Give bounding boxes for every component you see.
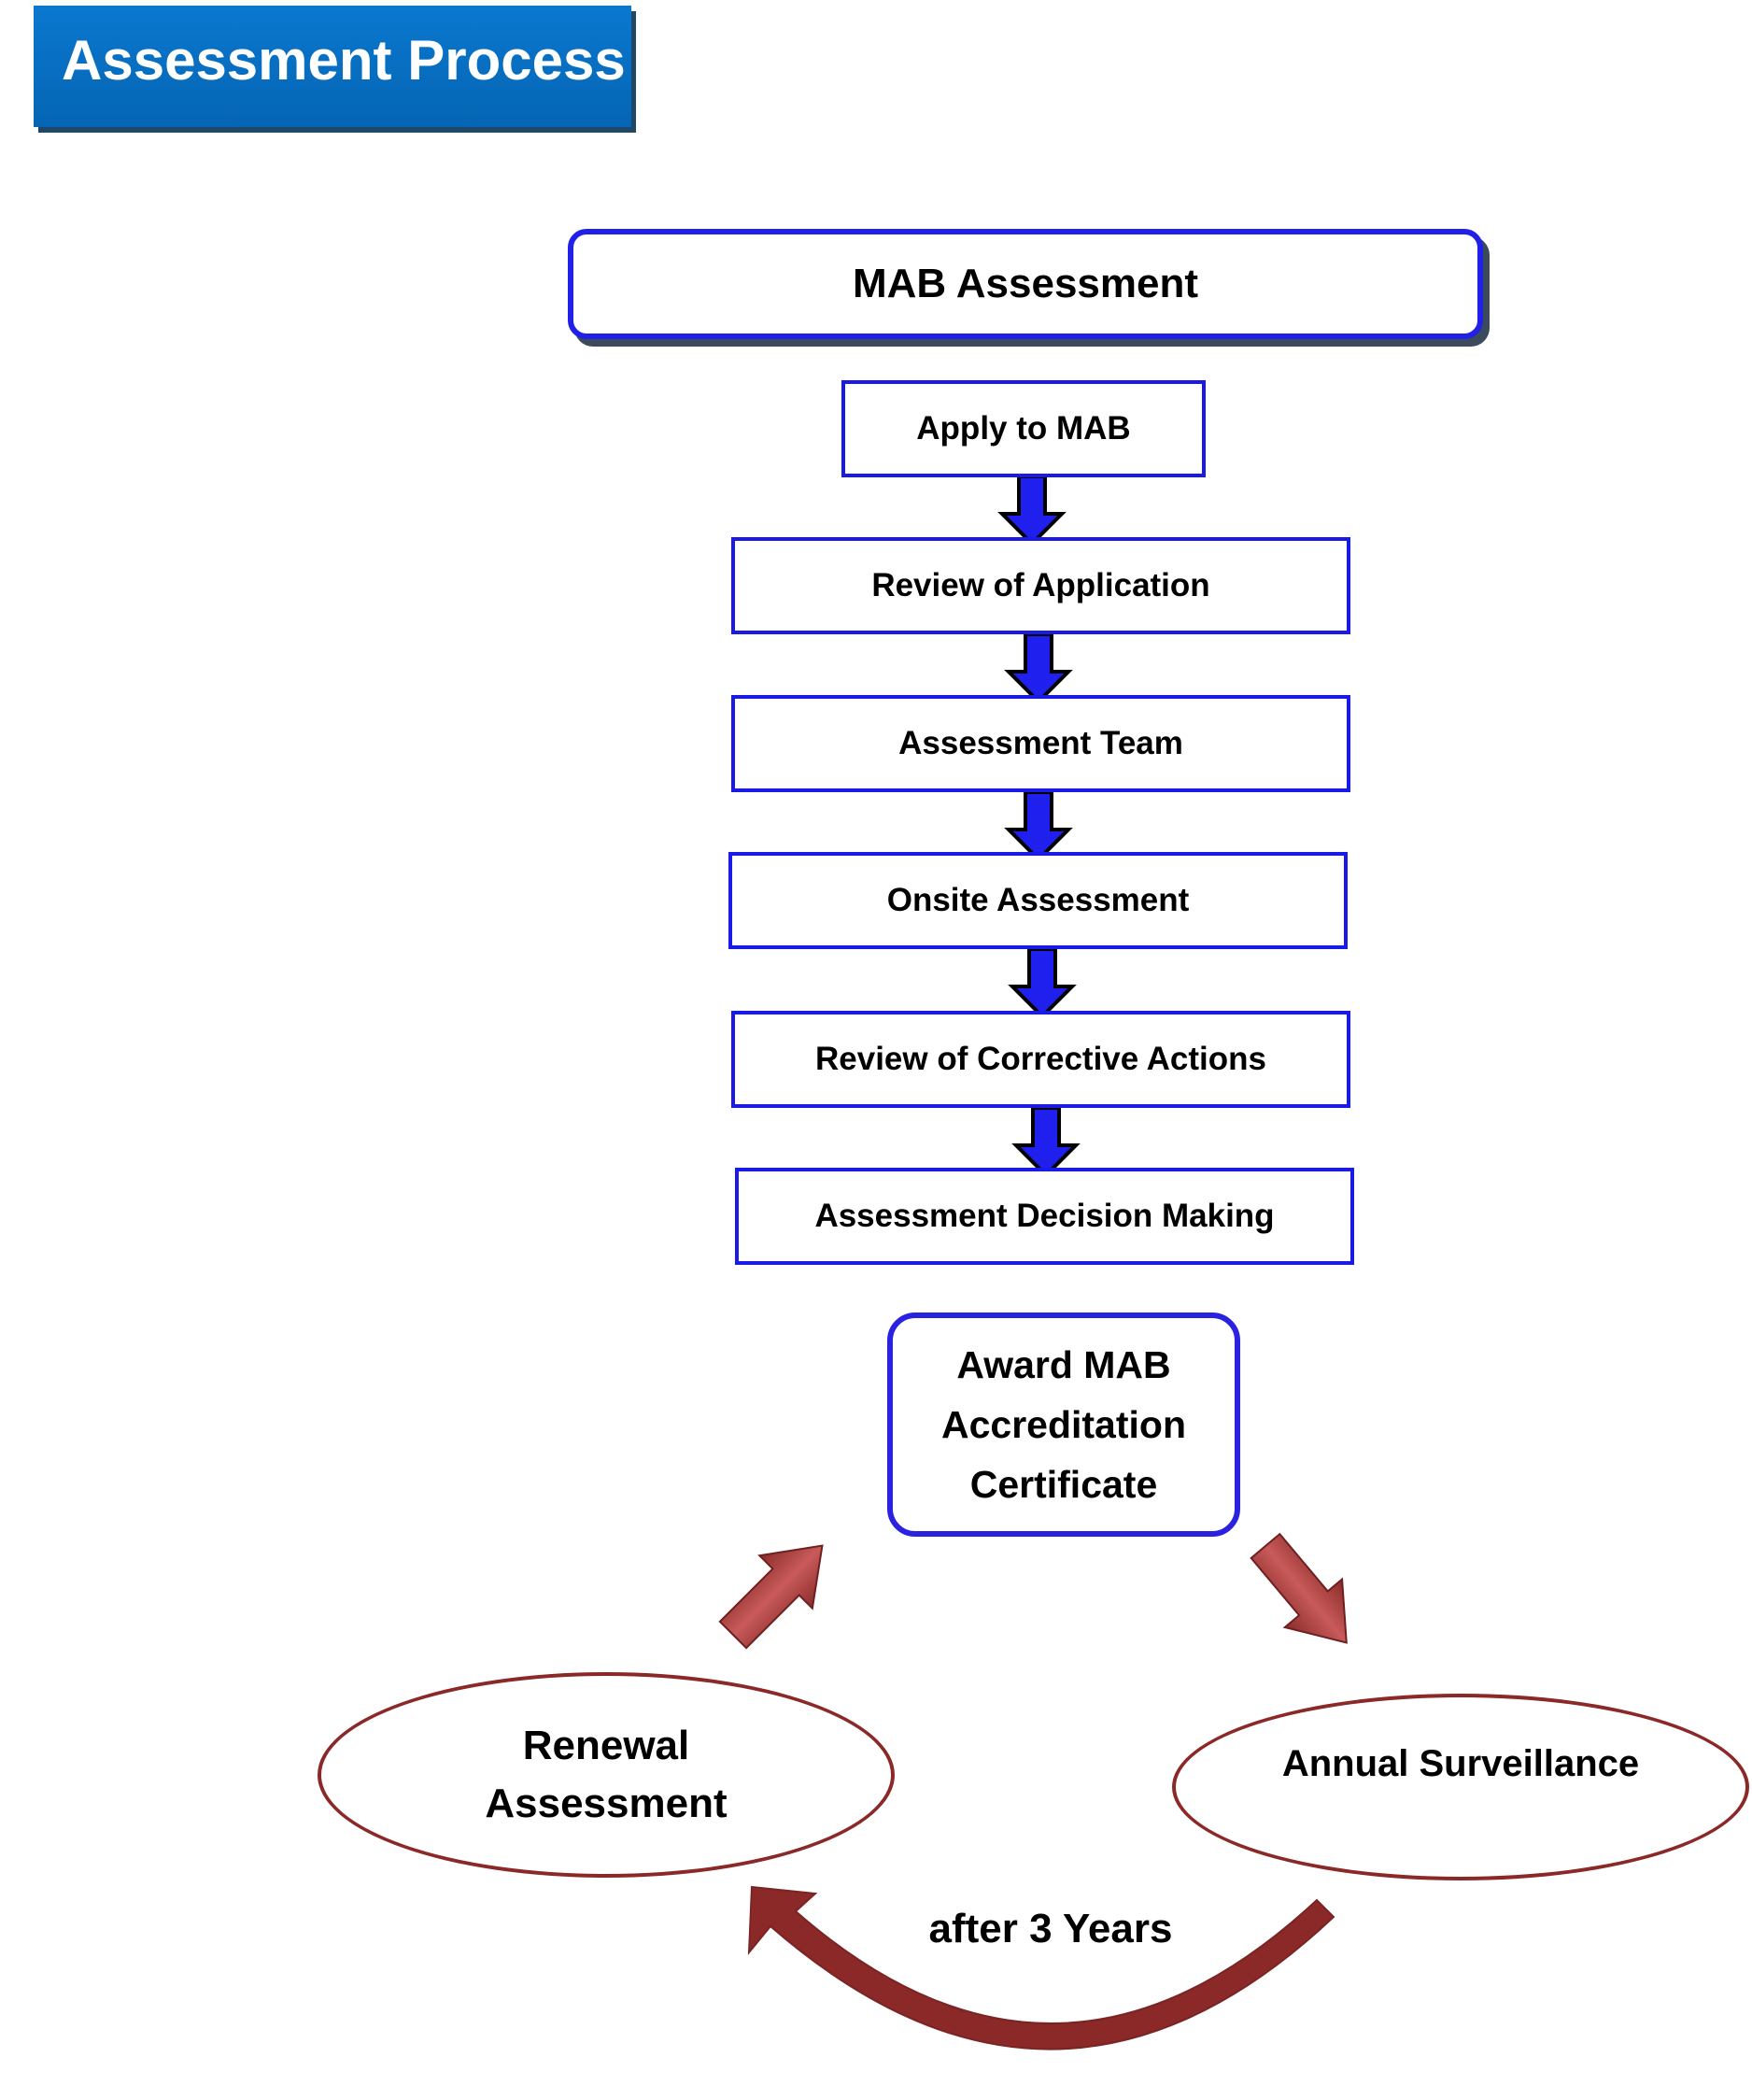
surveillance-label: Annual Surveillance bbox=[1281, 1742, 1640, 1784]
step-onsite-assessment: Onsite Assessment bbox=[728, 852, 1348, 949]
award-certificate-box: Award MAB Accreditation Certificate bbox=[887, 1312, 1240, 1537]
flow-arrow-2 bbox=[1004, 632, 1073, 704]
step-assessment-decision-making: Assessment Decision Making bbox=[735, 1168, 1354, 1265]
step-apply-to-mab: Apply to MAB bbox=[841, 380, 1206, 477]
award-to-surveillance-arrow bbox=[1250, 1532, 1348, 1644]
page-title: Assessment Process bbox=[34, 6, 631, 127]
cycle-arc-arrow bbox=[747, 1885, 1335, 2050]
flow-arrow-5 bbox=[1011, 1106, 1081, 1178]
renewal-line-1: Renewal bbox=[522, 1723, 690, 1768]
flow-arrow-3 bbox=[1004, 790, 1073, 862]
flow-arrow-1 bbox=[997, 475, 1067, 546]
award-line-3: Certificate bbox=[969, 1463, 1158, 1506]
flow-arrow-4 bbox=[1008, 947, 1077, 1019]
award-line-1: Award MAB bbox=[956, 1343, 1171, 1386]
award-line-2: Accreditation bbox=[941, 1403, 1186, 1446]
renewal-assessment-ellipse: Renewal Assessment bbox=[318, 1672, 895, 1878]
cycle-label: after 3 Years bbox=[928, 1906, 1173, 1951]
mab-assessment-header: MAB Assessment bbox=[568, 229, 1483, 339]
annual-surveillance-ellipse: Annual Surveillance bbox=[1172, 1694, 1749, 1880]
renewal-to-award-arrow bbox=[718, 1544, 824, 1650]
renewal-line-2: Assessment bbox=[485, 1781, 728, 1826]
step-review-of-corrective-actions: Review of Corrective Actions bbox=[731, 1011, 1350, 1108]
step-review-of-application: Review of Application bbox=[731, 537, 1350, 634]
step-assessment-team: Assessment Team bbox=[731, 695, 1350, 792]
